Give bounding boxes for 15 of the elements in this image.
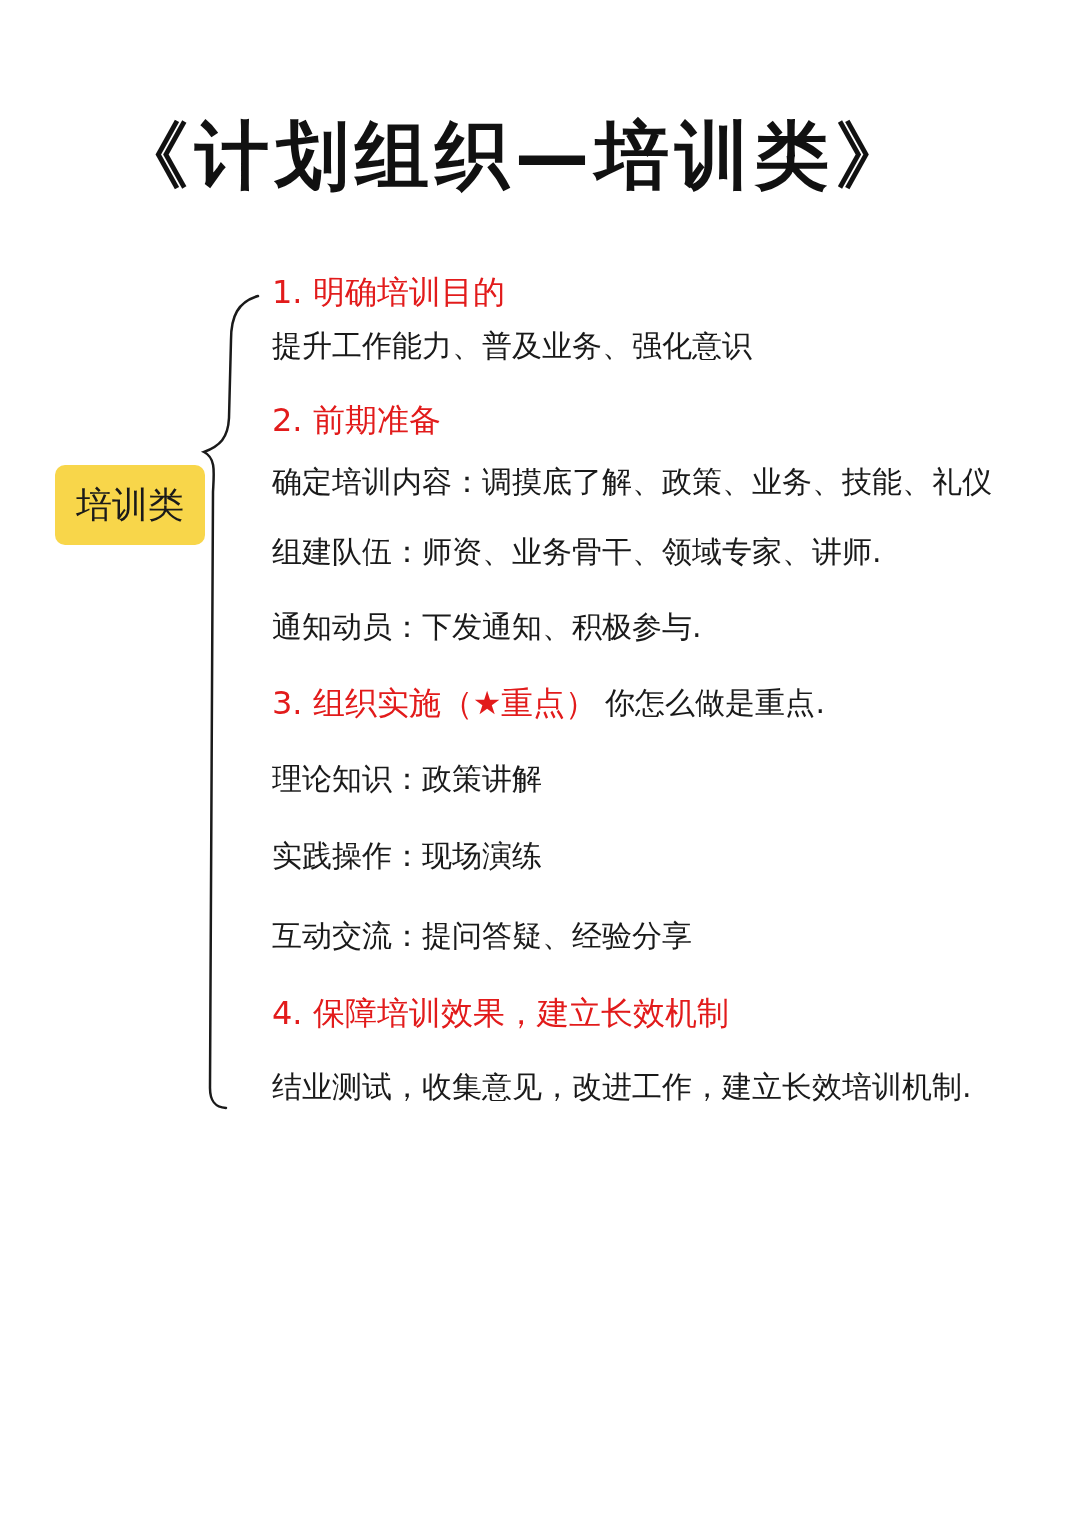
item-text: 确定培训内容：调摸底了解、政策、业务、技能、礼仪	[272, 463, 992, 501]
item-text: 组建队伍：师资、业务骨干、领域专家、讲师.	[272, 533, 882, 571]
section-heading: 4. 保障培训效果，建立长效机制	[272, 993, 729, 1034]
highlighted-topic: 培训类	[55, 465, 205, 545]
item-text: 实践操作：现场演练	[272, 837, 542, 875]
item-text: 互动交流：提问答疑、经验分享	[272, 917, 692, 955]
item-text: 结业测试，收集意见，改进工作，建立长效培训机制.	[272, 1068, 972, 1106]
item-text: 提升工作能力、普及业务、强化意识	[272, 327, 752, 365]
section-heading: 1. 明确培训目的	[272, 272, 505, 313]
title-heading: 《计划组织—培训类》	[114, 111, 916, 200]
section-heading: 2. 前期准备	[272, 400, 441, 441]
item-text: 通知动员：下发通知、积极参与.	[272, 608, 702, 646]
item-text: 理论知识：政策讲解	[272, 760, 542, 798]
section-heading: 3. 组织实施（★重点）	[272, 683, 598, 724]
item-text: 你怎么做是重点.	[605, 684, 825, 722]
